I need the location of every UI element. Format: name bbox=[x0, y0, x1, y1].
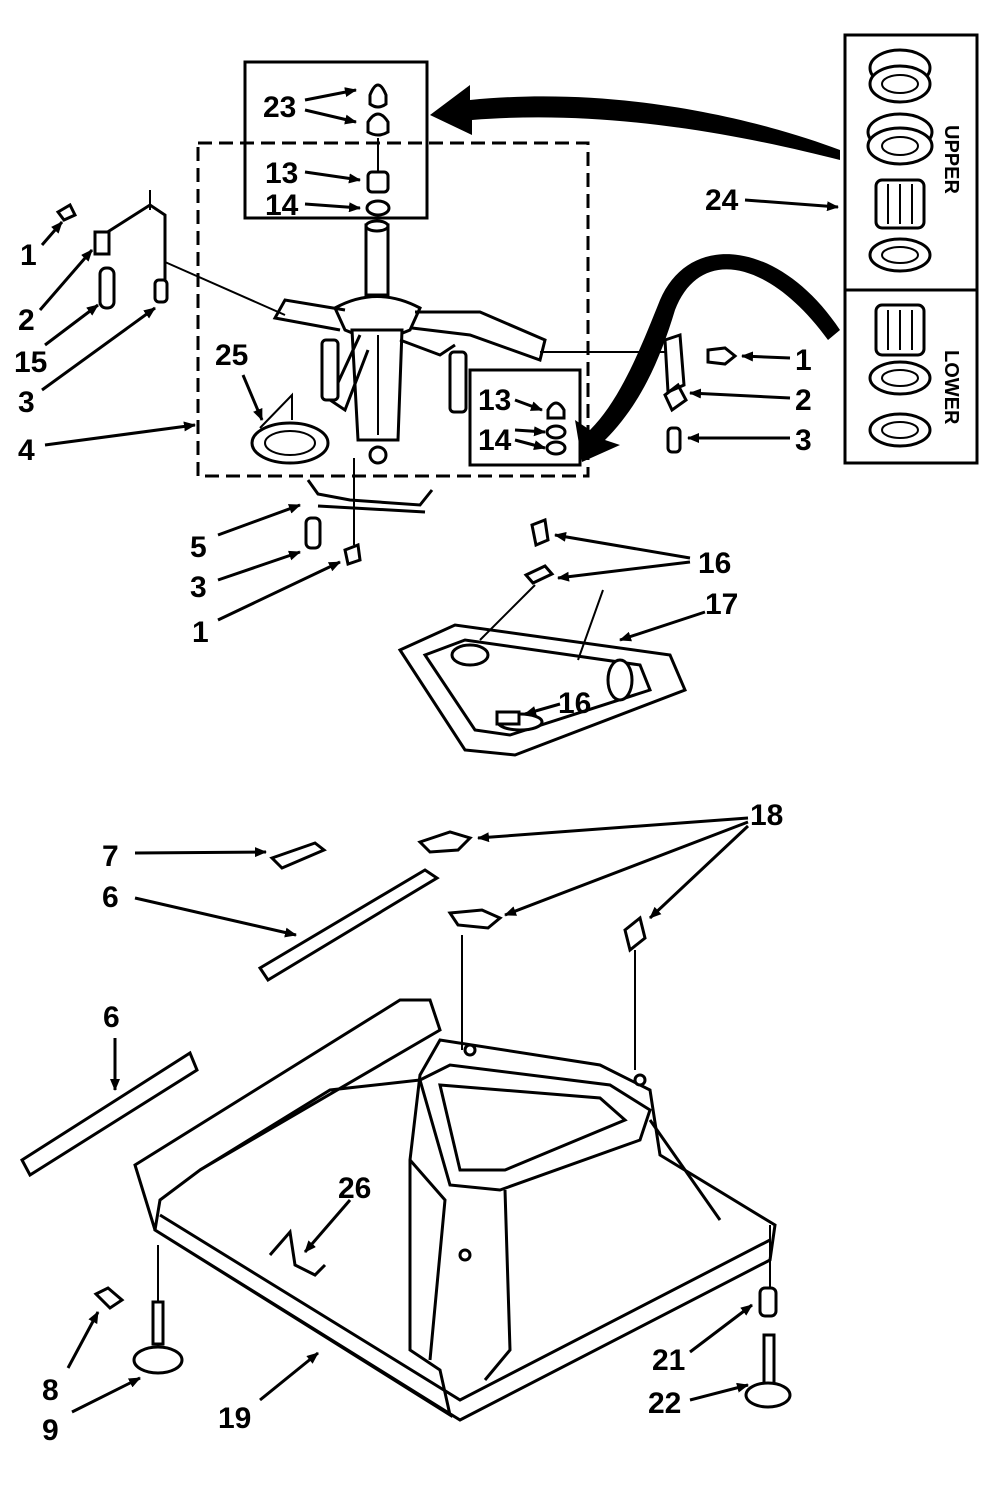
seal-23-upper bbox=[368, 83, 388, 109]
callout-9: 9 bbox=[42, 1414, 59, 1447]
callout-6-top: 6 bbox=[102, 881, 119, 914]
callout-7: 7 bbox=[102, 840, 119, 873]
callout-3-left: 3 bbox=[18, 386, 35, 419]
callout-6-left: 6 bbox=[103, 1001, 120, 1034]
arrow-to-lower-detail bbox=[575, 254, 840, 462]
callout-2-right: 2 bbox=[795, 384, 812, 417]
detail-box-top bbox=[243, 60, 429, 220]
top-frame-17 bbox=[397, 623, 687, 757]
leveling-leg-9 bbox=[132, 1300, 184, 1375]
transmission-hub bbox=[333, 295, 422, 465]
leveling-leg-22 bbox=[744, 1333, 792, 1409]
rail-6-top bbox=[257, 868, 440, 983]
detail-box-right bbox=[468, 368, 582, 467]
callout-18: 18 bbox=[750, 799, 783, 832]
callout-16-mid: 16 bbox=[558, 687, 591, 720]
strap-assembly bbox=[304, 458, 434, 566]
callout-23: 23 bbox=[263, 91, 296, 124]
callout-1-right: 1 bbox=[795, 344, 812, 377]
callout-14-right: 14 bbox=[478, 424, 512, 457]
upper-label: UPPER bbox=[940, 125, 962, 194]
callout-26: 26 bbox=[338, 1172, 371, 1205]
base-frame-19 bbox=[133, 935, 777, 1422]
leader-lines bbox=[38, 87, 839, 1414]
foot-8 bbox=[93, 1286, 125, 1310]
right-bracket-assembly bbox=[540, 332, 738, 454]
callout-1-bottom: 1 bbox=[192, 616, 209, 649]
assembly-dashed-box bbox=[196, 141, 590, 478]
callout-4: 4 bbox=[18, 434, 35, 467]
bushing-13 bbox=[366, 170, 390, 194]
callout-2-left: 2 bbox=[18, 304, 35, 337]
clip-16-mid bbox=[479, 564, 604, 661]
agitator-shaft bbox=[364, 219, 390, 297]
spring-7 bbox=[269, 841, 327, 870]
callout-22: 22 bbox=[648, 1387, 681, 1420]
clip-16-top bbox=[530, 517, 550, 548]
callout-19: 19 bbox=[218, 1402, 251, 1435]
callout-1-left: 1 bbox=[20, 239, 37, 272]
spacer-21 bbox=[758, 1286, 778, 1318]
clip-26 bbox=[268, 1228, 327, 1277]
upper-seal-kit bbox=[866, 48, 934, 273]
bushing-13-lower bbox=[546, 401, 566, 420]
callout-25: 25 bbox=[215, 339, 248, 372]
spider-arms bbox=[164, 261, 547, 414]
clip-18-mid bbox=[447, 908, 503, 930]
callout-16-top: 16 bbox=[698, 547, 731, 580]
clip-18-right bbox=[623, 915, 647, 953]
kit-panel bbox=[843, 33, 979, 465]
washer-14 bbox=[365, 199, 391, 217]
arrow-to-upper-detail bbox=[430, 85, 840, 160]
callout-3-right: 3 bbox=[795, 424, 812, 457]
callout-13-top: 13 bbox=[265, 157, 298, 190]
lower-seal-kit bbox=[868, 303, 932, 448]
callout-15: 15 bbox=[14, 346, 47, 379]
left-bracket-assembly bbox=[55, 190, 169, 310]
seal-23-lower bbox=[366, 112, 390, 172]
callout-17: 17 bbox=[705, 588, 738, 621]
rail-6-left bbox=[20, 1050, 199, 1178]
callout-3-bottom: 3 bbox=[190, 571, 207, 604]
callout-5: 5 bbox=[190, 531, 207, 564]
callout-13-right: 13 bbox=[478, 384, 511, 417]
lower-label: LOWER bbox=[940, 350, 962, 425]
snubber-ring-25 bbox=[250, 392, 330, 465]
washer-14-lower bbox=[545, 424, 567, 456]
clip-18-left bbox=[417, 830, 473, 854]
callout-21: 21 bbox=[652, 1344, 685, 1377]
callout-14-top: 14 bbox=[265, 189, 299, 222]
callout-8: 8 bbox=[42, 1374, 59, 1407]
callout-24: 24 bbox=[705, 184, 739, 217]
